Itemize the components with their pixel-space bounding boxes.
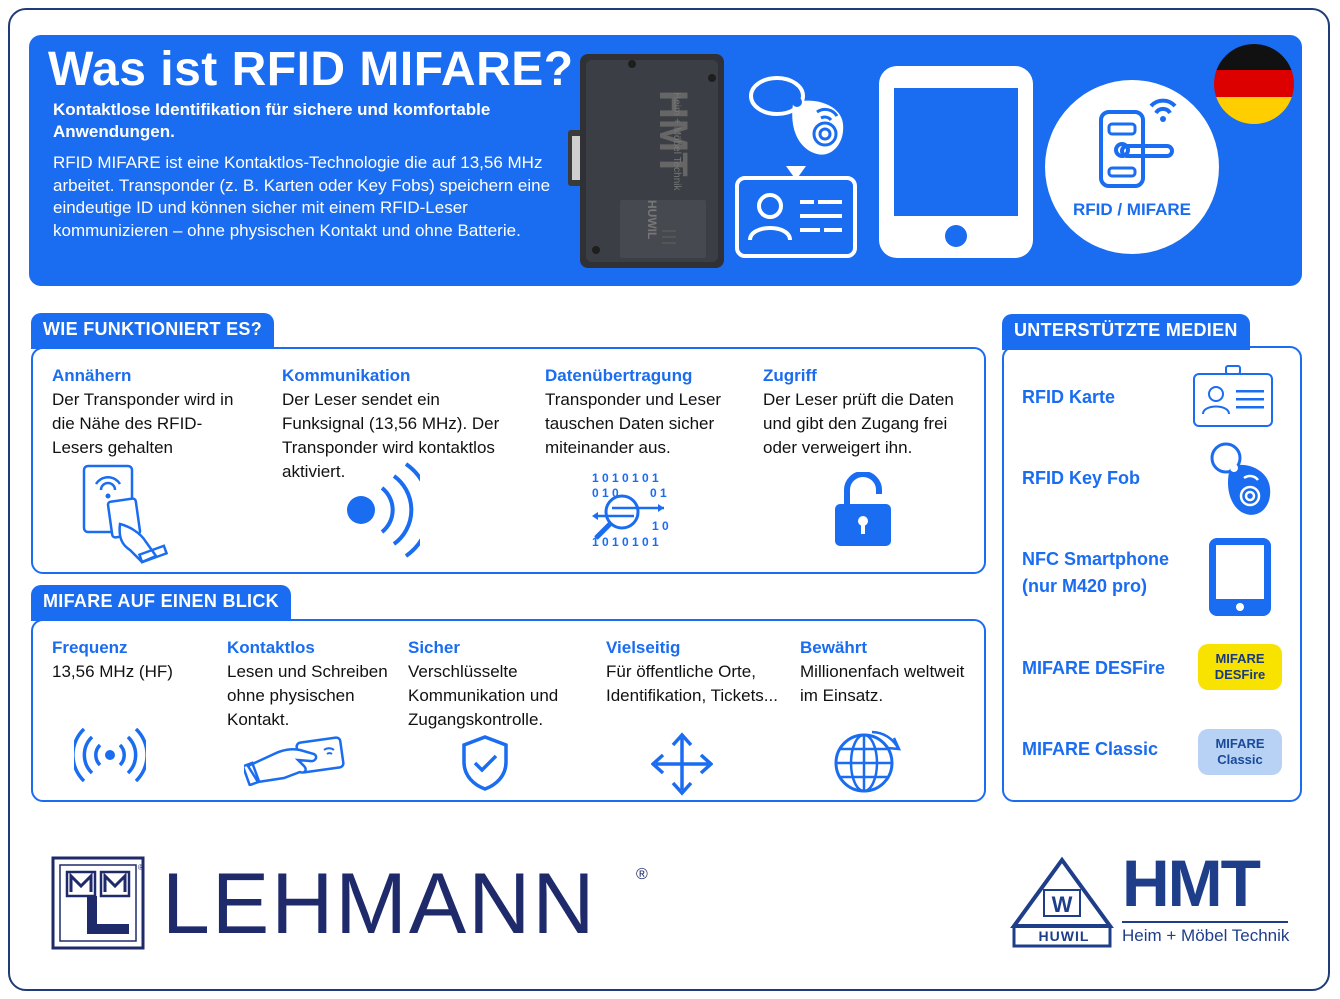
huwil-wordmark: HUWIL — [1038, 928, 1090, 944]
id-card-icon — [1193, 365, 1273, 427]
svg-text:1 0 1 0 1 0 1: 1 0 1 0 1 0 1 — [592, 471, 659, 485]
tablet-icon — [879, 66, 1033, 258]
unlock-icon — [835, 472, 891, 546]
glance-contactless: Kontaktlos Lesen und Schreiben ohne phys… — [227, 638, 388, 729]
hmt-divider — [1122, 921, 1288, 923]
step-communication: Kommunikation Der Leser sendet ein Funks… — [282, 366, 500, 481]
card-hand-icon — [244, 736, 345, 786]
hero-subtitle: Kontaktlose Identifikation für sichere u… — [53, 100, 491, 141]
how-it-works-heading: WIE FUNKTIONIERT ES? — [31, 313, 274, 349]
hmt-tagline: Heim + Möbel Technik — [1122, 926, 1290, 945]
signal-icon — [74, 727, 146, 783]
radio-waves-icon — [347, 462, 420, 558]
media-rfid-key-fob: RFID Key Fob — [1022, 468, 1141, 488]
step-access: Zugriff Der Leser prüft die Daten und gi… — [763, 366, 954, 457]
door-handle-reader-icon — [1099, 98, 1177, 188]
lehmann-registered-mark: ® — [636, 866, 648, 883]
hmt-wordmark: HMT — [1122, 846, 1261, 920]
svg-text:1 0 1 0 1 0 1: 1 0 1 0 1 0 1 — [592, 535, 659, 549]
device-brand2-text: HUWIL — [645, 200, 659, 239]
german-flag-icon[interactable] — [1213, 43, 1295, 125]
svg-text:1 0: 1 0 — [652, 519, 669, 533]
page-frame — [8, 8, 1330, 991]
key-fob-icon — [749, 76, 844, 155]
lock-device-illustration: HMT Heim + Möbel Technik HUWIL — [568, 54, 724, 268]
glance-proven: Bewährt Millionenfach weltweit im Einsat… — [800, 638, 965, 705]
reader-hand-icon — [82, 464, 169, 564]
move-arrows-icon — [651, 732, 713, 796]
huwil-w-letter: W — [1052, 892, 1073, 917]
svg-text:®: ® — [138, 863, 144, 872]
data-exchange-icon: 1 0 1 0 1 0 1 0 1 0 0 1 1 0 1 0 1 0 1 0 … — [592, 471, 669, 549]
how-it-works-box — [31, 347, 986, 574]
step-approach: Annähern Der Transponder wird in die Näh… — [52, 366, 234, 457]
globe-icon — [834, 730, 902, 793]
svg-text:0 1: 0 1 — [650, 486, 667, 500]
media-mifare-classic: MIFARE Classic — [1022, 739, 1159, 759]
desfire-badge: MIFARE DESFire — [1198, 644, 1282, 690]
smartphone-icon — [1209, 538, 1271, 616]
svg-text:0 1 0: 0 1 0 — [592, 486, 619, 500]
device-sub-text: Heim + Möbel Technik — [671, 92, 682, 191]
media-nfc-smartphone: NFC Smartphone (nur M420 pro) — [1022, 549, 1170, 596]
lehmann-logo-mark: ® — [51, 856, 145, 950]
at-a-glance-heading: MIFARE AUF EINEN BLICK — [31, 585, 291, 621]
lehmann-wordmark: LEHMANN — [162, 856, 597, 952]
hero-description: RFID MIFARE ist eine Kontaktlos-Technolo… — [53, 153, 551, 240]
key-fob-icon — [1210, 442, 1271, 515]
glance-frequency: Frequenz 13,56 MHz (HF) — [52, 638, 173, 681]
at-a-glance-box — [31, 619, 986, 802]
rfid-badge-label: RFID / MIFARE — [1072, 200, 1192, 219]
glance-versatile: Vielseitig Für öffentliche Orte, Identif… — [606, 638, 778, 705]
shield-check-icon — [462, 735, 508, 791]
page-title: Was ist RFID MIFARE? — [48, 43, 574, 96]
media-rfid-card: RFID Karte — [1022, 387, 1116, 407]
classic-badge: MIFARE Classic — [1198, 729, 1282, 775]
device-brand-text: HMT — [651, 90, 695, 177]
glance-secure: Sicher Verschlüsselte Kommunikation und … — [408, 638, 559, 729]
supported-media-heading: UNTERSTÜTZTE MEDIEN — [1002, 314, 1250, 350]
id-card-icon — [735, 166, 857, 258]
huwil-logo-mark: W — [1010, 856, 1114, 948]
step-data-transfer: Datenübertragung Transponder und Leser t… — [545, 366, 722, 457]
media-mifare-desfire: MIFARE DESFire — [1022, 658, 1166, 678]
